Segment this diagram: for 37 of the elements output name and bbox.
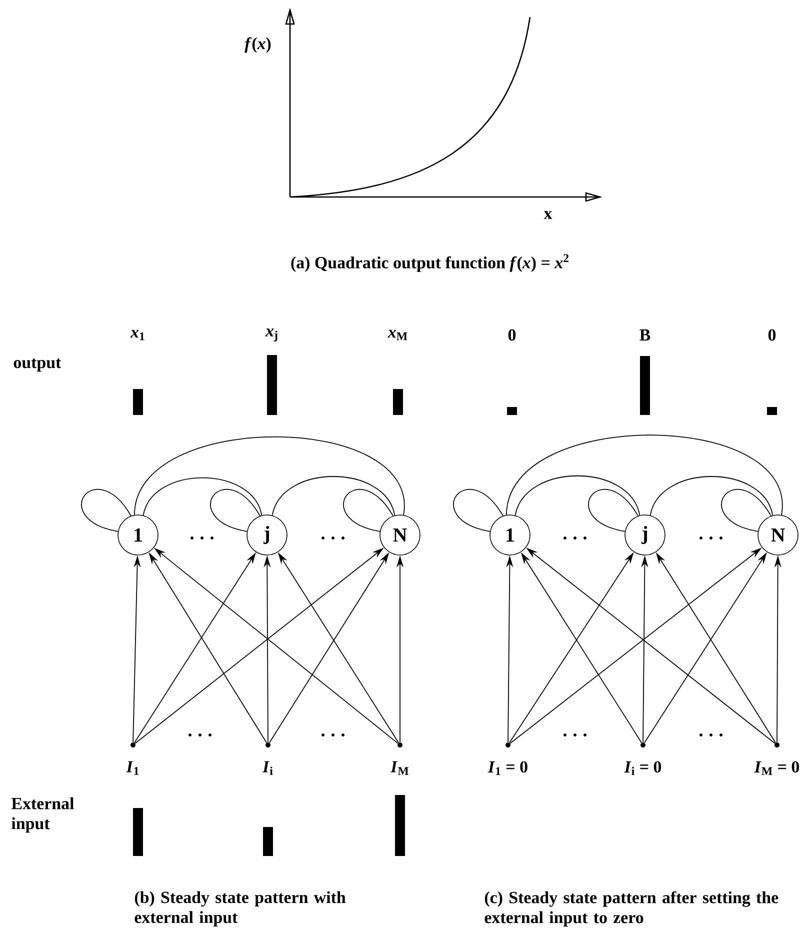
connector bbox=[134, 436, 404, 516]
input-point: I$_{1}$ = 0 bbox=[488, 742, 528, 776]
text-label: output bbox=[14, 358, 62, 372]
connector bbox=[453, 488, 504, 532]
node-label: I$_{1}$ = 0 bbox=[488, 761, 528, 776]
connector bbox=[650, 476, 774, 516]
connector bbox=[514, 475, 640, 516]
text-label: 0 bbox=[508, 329, 516, 341]
node-label: I$_{1}$ bbox=[126, 761, 139, 775]
text-label: x$_{1}$ bbox=[130, 330, 144, 340]
caption-text: External input bbox=[12, 797, 74, 833]
input-point: I$_{1}$ bbox=[126, 742, 139, 775]
node-label: I$_{M}$ bbox=[390, 761, 409, 775]
connector bbox=[272, 476, 396, 516]
text-label: B bbox=[640, 329, 650, 341]
connector bbox=[142, 477, 262, 516]
node-label: I$_{M}$ = 0 bbox=[754, 761, 800, 776]
text-label: x$_{M}$ bbox=[388, 330, 408, 340]
connector bbox=[81, 488, 132, 532]
connector bbox=[506, 434, 782, 516]
node-label: I$_{i}$ bbox=[262, 761, 273, 775]
text-label: f(x) bbox=[244, 37, 271, 53]
text-label: x$_{j}$ bbox=[265, 328, 278, 342]
text-label: (a) Quadratic output function f(x) = x$^{2}$ bbox=[291, 254, 569, 272]
connector bbox=[210, 488, 260, 532]
text-label: x bbox=[544, 211, 552, 219]
text-label: 0 bbox=[768, 329, 776, 341]
caption-text: (c) Steady state pattern after setting the external input to zero bbox=[484, 891, 778, 927]
input-point: I$_{M}$ = 0 bbox=[754, 742, 800, 776]
node-label: I$_{i}$ = 0 bbox=[624, 761, 662, 776]
input-point: I$_{i}$ bbox=[262, 742, 273, 775]
connector bbox=[343, 488, 394, 532]
caption-text: (b) Steady state pattern with external input bbox=[134, 891, 346, 926]
input-point: I$_{i}$ = 0 bbox=[624, 742, 662, 776]
input-point: I$_{M}$ bbox=[390, 742, 409, 775]
connector bbox=[588, 488, 638, 532]
connector bbox=[721, 488, 772, 532]
